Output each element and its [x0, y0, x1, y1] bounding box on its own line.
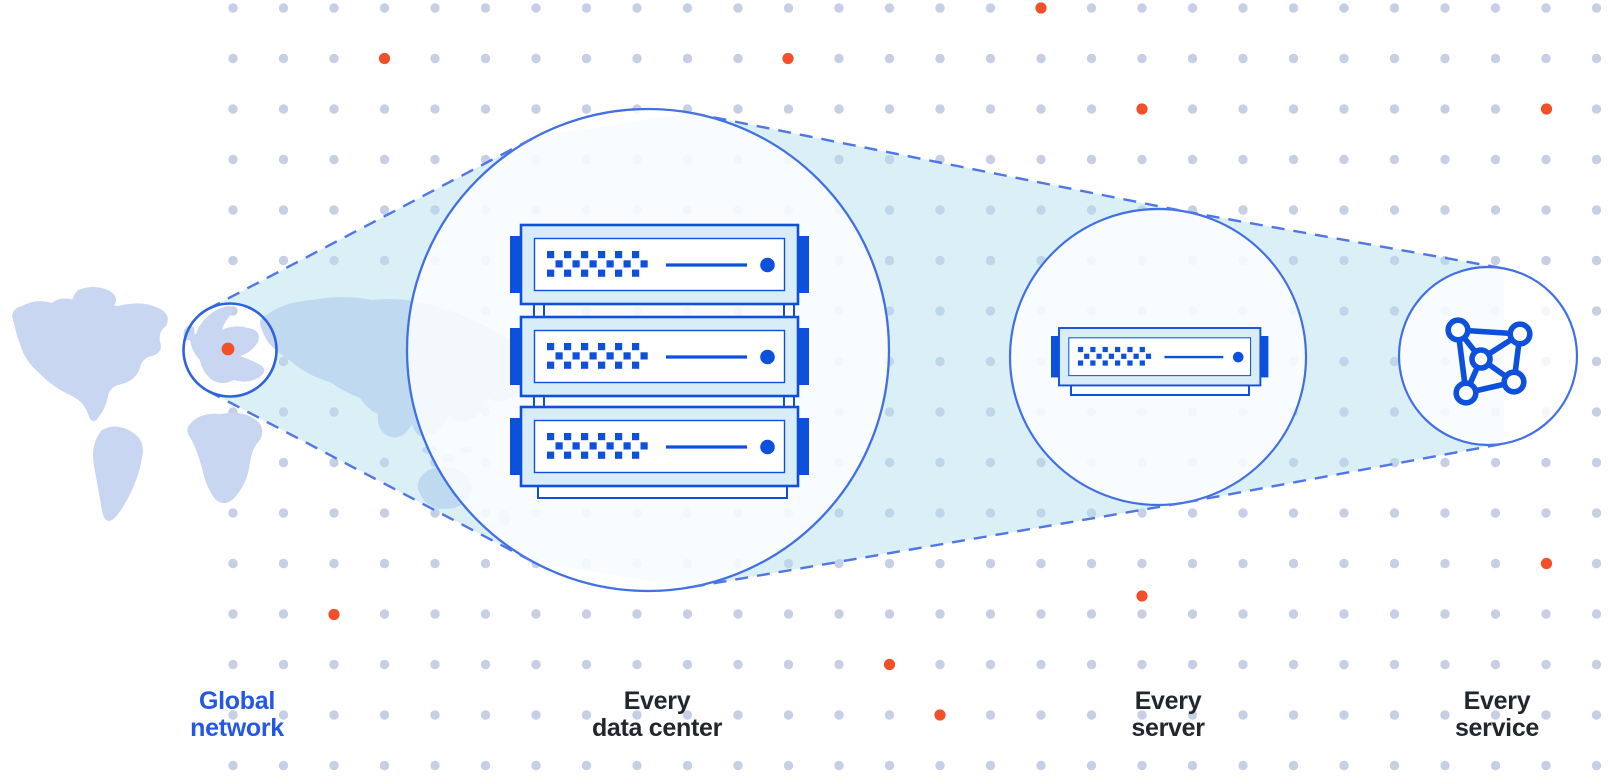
orange-accent-dots — [328, 2, 1553, 721]
rack-server-2 — [510, 317, 809, 396]
caption-every-service: Every service — [1455, 688, 1539, 742]
location-dot-icon — [221, 342, 235, 356]
server-rack-icon — [510, 225, 809, 499]
server-icon — [1051, 328, 1268, 396]
caption-every-data-center: Every data center — [592, 688, 722, 742]
caption-line: Every — [1463, 687, 1531, 715]
caption-line: network — [190, 714, 284, 742]
rack-server-1 — [510, 225, 809, 304]
map-focus-circle — [182, 302, 278, 398]
caption-line: server — [1131, 714, 1205, 742]
rack-server-3 — [510, 407, 809, 486]
caption-every-server: Every server — [1131, 687, 1205, 742]
caption-line: Global — [199, 687, 275, 715]
zoom-dashed-lines — [207, 111, 1505, 589]
caption-line: Every — [623, 687, 691, 715]
network-mesh-icon — [1445, 317, 1533, 406]
caption-line: Every — [1134, 687, 1202, 715]
caption-line: service — [1454, 714, 1540, 742]
caption-line: data center — [591, 714, 723, 742]
caption-global-network: Global network — [190, 688, 284, 742]
